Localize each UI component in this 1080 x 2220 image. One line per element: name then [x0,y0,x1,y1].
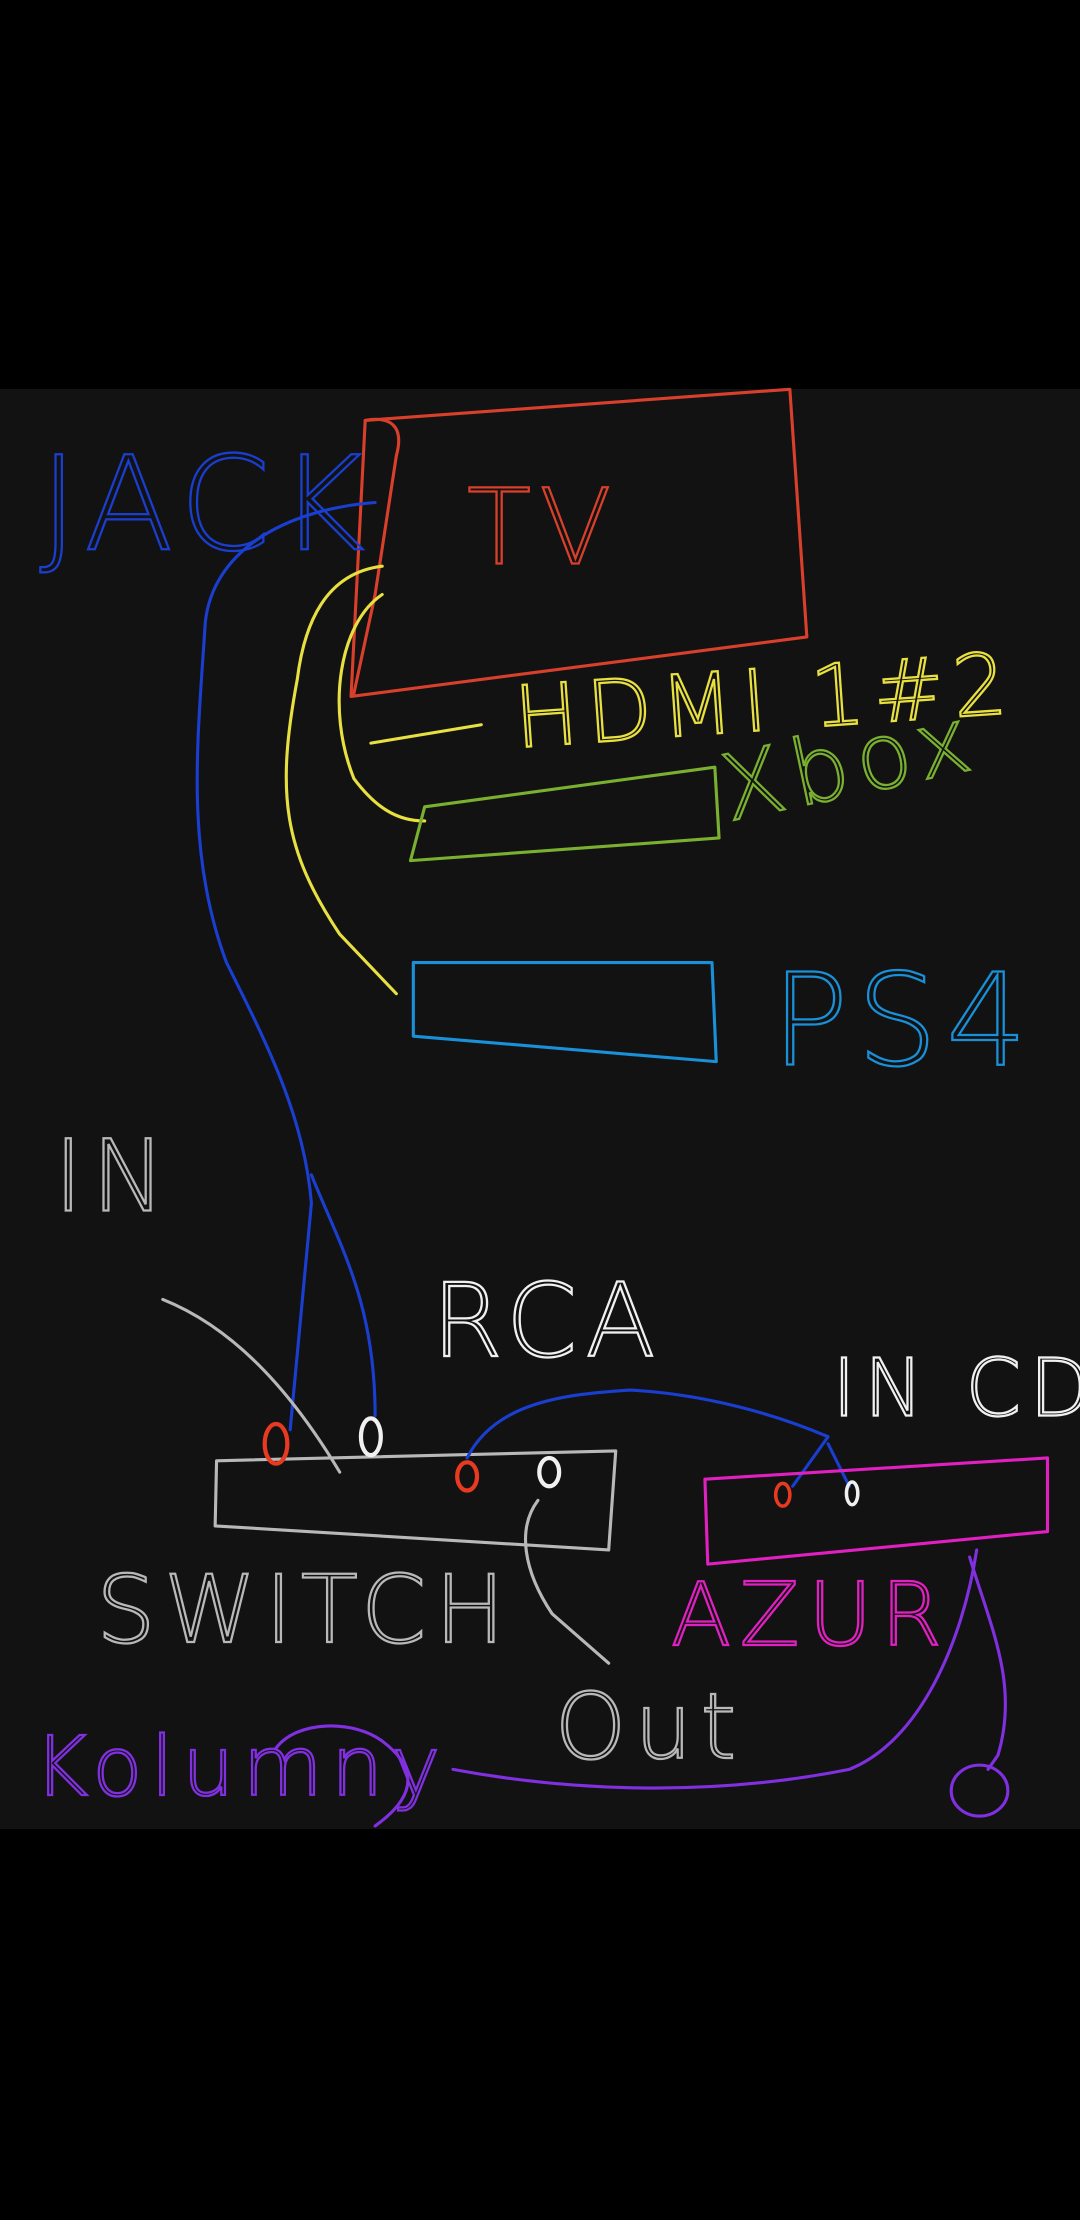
xbox-box [408,765,721,863]
rca-cable-branch [826,1442,851,1488]
label-switch: SWITCH [96,1556,513,1665]
label-kolumny: Kolumny [34,1720,449,1815]
label-tv: TV [467,466,620,588]
red-plug [455,1460,480,1493]
switch-box [213,1449,618,1552]
white-plug [358,1416,383,1458]
in-line [161,1297,342,1474]
tv-box [349,387,809,698]
label-rca: RCA [432,1262,664,1381]
red-plug [262,1421,290,1466]
label-jack: JACK [40,428,373,580]
white-plug [537,1455,562,1489]
kolumny-scribble [274,1724,410,1828]
hdmi-cable-1 [284,564,398,996]
rca-cable [465,1388,830,1488]
label-in: IN [54,1119,174,1234]
hdmi-dash [369,723,483,745]
white-plug [844,1480,860,1507]
label-out: Out [555,1675,745,1780]
out-line [524,1498,611,1665]
azur-box [703,1456,1050,1566]
tv-bracket [352,417,401,696]
label-in-cd: IN CD [832,1341,1080,1434]
drawing-canvas [0,389,1080,1829]
jack-cable-branch [309,1173,377,1418]
speaker-icon [949,1763,1010,1818]
hdmi-cable-2 [337,592,427,823]
label-ps4: PS4 [771,947,1035,1095]
ps4-box [411,960,718,1064]
speaker-cable-2 [968,1555,1007,1771]
red-plug [773,1481,792,1508]
jack-cable [195,500,377,1432]
label-azur: AZUR [671,1564,950,1666]
speaker-cable [451,1548,979,1790]
